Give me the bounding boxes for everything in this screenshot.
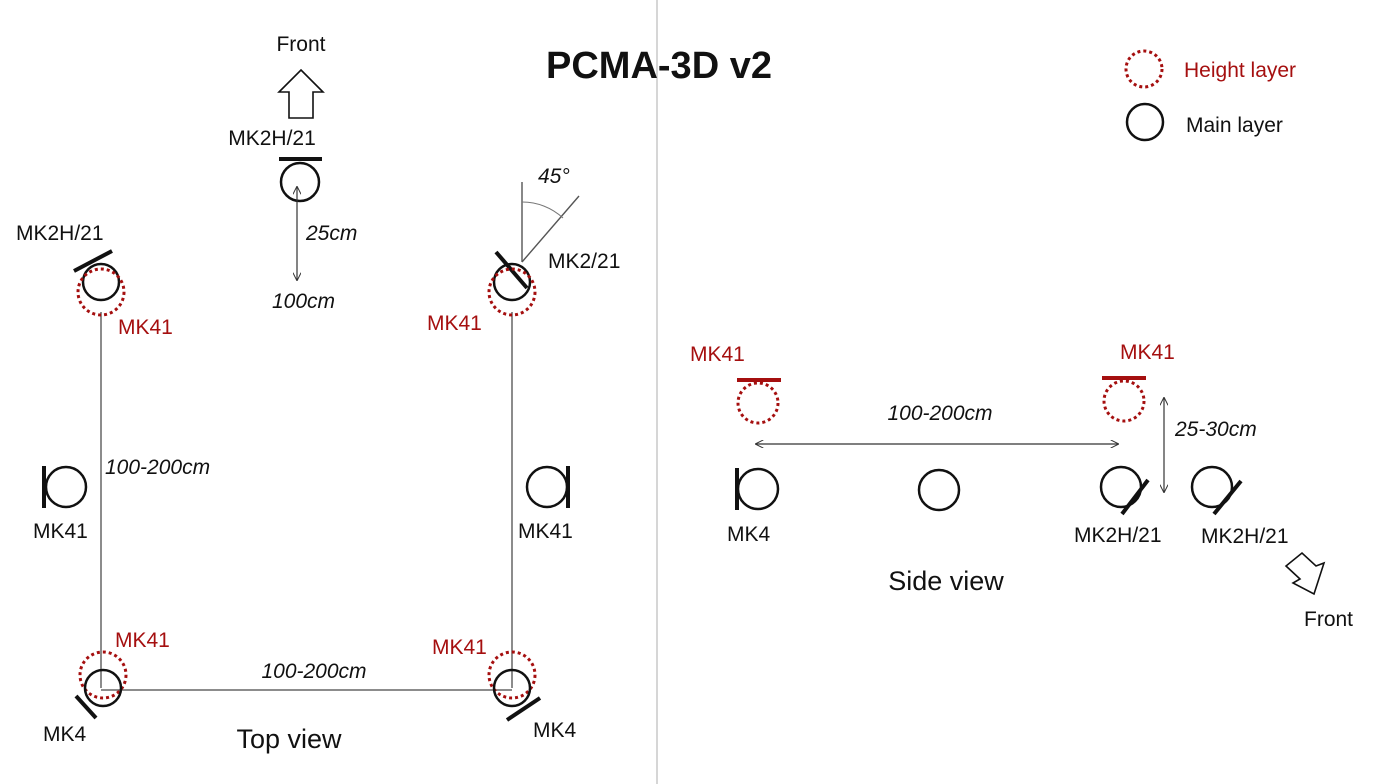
top-right-top-main-mic bbox=[492, 262, 532, 302]
side-right-height-mic bbox=[1102, 379, 1146, 423]
top-left-bottom-capsule bbox=[74, 694, 98, 720]
legend-main-layer-symbol bbox=[1125, 102, 1165, 142]
top-left-mid-mic bbox=[44, 465, 88, 509]
diagram-title: PCMA-3D v2 bbox=[546, 45, 772, 87]
side-front-label: Front bbox=[1304, 608, 1353, 631]
top-right-angle-label: 45° bbox=[538, 165, 570, 188]
top-front-label: Front bbox=[276, 33, 325, 56]
legend: Height layer Main layer bbox=[1124, 49, 1296, 142]
top-left-top-main-mic bbox=[81, 262, 121, 302]
top-vertical-span-label: 100-200cm bbox=[105, 456, 210, 479]
top-right-bottom-main-label: MK4 bbox=[533, 719, 577, 742]
legend-height-layer-label: Height layer bbox=[1184, 59, 1296, 82]
top-left-bottom-main-label: MK4 bbox=[43, 723, 87, 746]
side-view-label: Side view bbox=[888, 566, 1004, 596]
top-left-bottom-height-label: MK41 bbox=[115, 629, 170, 652]
top-view-label: Top view bbox=[236, 724, 342, 754]
top-right-bottom-capsule bbox=[505, 696, 542, 722]
side-right-height-label: MK41 bbox=[1120, 341, 1175, 364]
top-center-mic-label: MK2H/21 bbox=[228, 127, 316, 150]
top-right-top-height-mic bbox=[487, 267, 537, 317]
side-far-right-main-capsule bbox=[1212, 479, 1243, 516]
top-horizontal-span-label: 100-200cm bbox=[261, 660, 366, 683]
top-center-distance-b: 100cm bbox=[272, 290, 335, 313]
side-view: MK41 MK41 100-200cm 25-30cm MK4 MK2H/21 … bbox=[690, 341, 1353, 631]
top-right-mid-label: MK41 bbox=[518, 520, 573, 543]
top-left-mid-label: MK41 bbox=[33, 520, 88, 543]
top-center-mic bbox=[279, 161, 321, 203]
top-right-bottom-main-mic bbox=[492, 668, 532, 708]
angle-arc bbox=[521, 201, 564, 219]
legend-main-layer-label: Main layer bbox=[1186, 114, 1283, 137]
top-left-bottom-height-mic bbox=[78, 650, 128, 700]
top-left-top-main-label: MK2H/21 bbox=[16, 222, 104, 245]
top-right-top-height-label: MK41 bbox=[427, 312, 482, 335]
legend-height-layer-symbol bbox=[1124, 49, 1164, 89]
side-left-height-label: MK41 bbox=[690, 343, 745, 366]
side-front-arrow-icon bbox=[1284, 551, 1326, 596]
top-right-top-main-label: MK2/21 bbox=[548, 250, 620, 273]
top-right-top-capsule bbox=[494, 250, 529, 290]
side-right-main-capsule bbox=[1120, 478, 1150, 516]
top-right-bottom-height-mic bbox=[487, 650, 537, 700]
side-center-main-mic bbox=[917, 468, 961, 512]
top-left-top-height-label: MK41 bbox=[118, 316, 173, 339]
side-right-main-label: MK2H/21 bbox=[1074, 524, 1162, 547]
side-left-main-label: MK4 bbox=[727, 523, 771, 546]
top-center-distance-a: 25cm bbox=[305, 222, 357, 245]
side-right-main-mic bbox=[1099, 465, 1143, 509]
angle-reference-diagonal bbox=[521, 195, 580, 263]
side-left-main-mic bbox=[736, 467, 780, 511]
front-arrow-icon bbox=[277, 68, 325, 119]
side-far-right-main-mic bbox=[1190, 465, 1234, 509]
side-left-height-mic bbox=[736, 381, 780, 425]
top-right-bottom-height-label: MK41 bbox=[432, 636, 487, 659]
top-left-top-height-mic bbox=[76, 267, 126, 317]
top-left-top-capsule bbox=[73, 249, 113, 273]
top-right-mid-mic bbox=[525, 465, 569, 509]
top-left-bottom-main-mic bbox=[83, 668, 123, 708]
top-view: Front MK2H/21 25cm 100cm MK2H/21 MK41 45… bbox=[16, 33, 620, 754]
side-vertical-span-label: 25-30cm bbox=[1174, 418, 1257, 441]
side-horizontal-span-label: 100-200cm bbox=[887, 402, 992, 425]
side-far-right-main-label: MK2H/21 bbox=[1201, 525, 1289, 548]
